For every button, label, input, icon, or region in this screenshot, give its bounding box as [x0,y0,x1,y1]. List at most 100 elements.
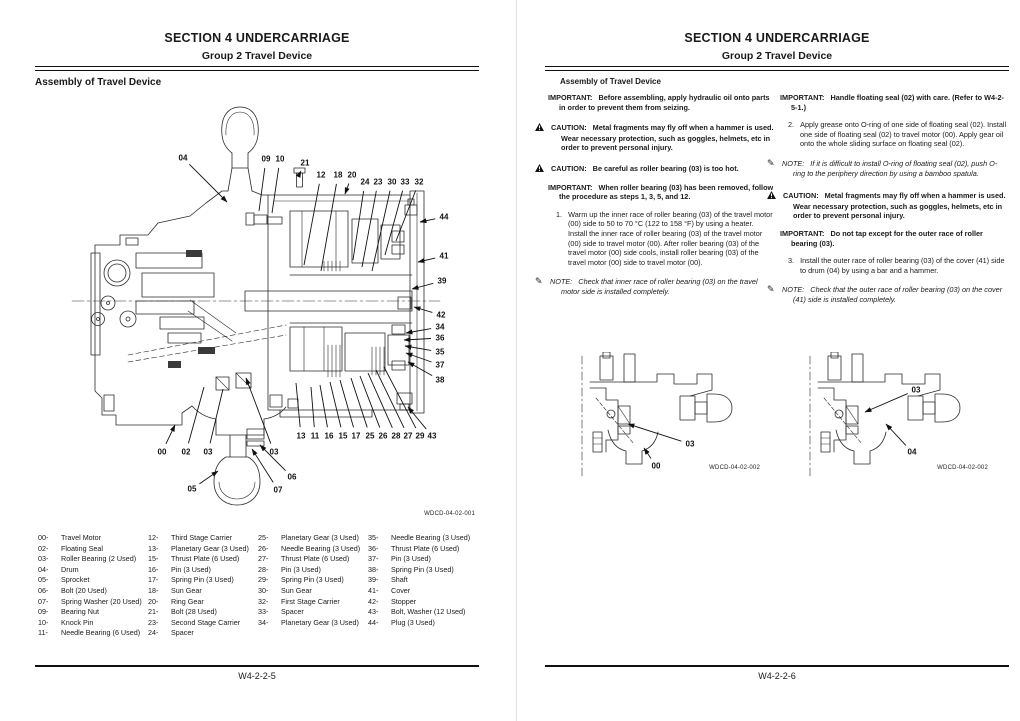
part-name: Floating Seal [61,543,103,553]
svg-text:05: 05 [188,485,197,494]
text-block: ✎IMPORTANT:Handle floating seal (02) wit… [780,93,1009,112]
block-body: Metal fragments may fly off when a hamme… [793,191,1006,221]
part-number: 41- [368,585,379,595]
part-number: 35- [368,533,379,542]
part-number: 12- [148,533,159,542]
parts-list-item: 12- Third Stage Carrier [148,533,258,544]
parts-list-item: 07- Spring Washer (20 Used) [38,597,148,608]
footer-rule [545,665,1009,667]
parts-list-item: 37- Pin (3 Used) [368,554,482,565]
parts-list-item: 26- Needle Bearing (3 Used) [258,544,368,555]
part-number: 15- [148,554,159,564]
svg-text:37: 37 [436,361,445,370]
section-title: SECTION 4 UNDERCARRIAGE [164,31,350,45]
svg-text:00: 00 [158,448,167,457]
part-number: 33- [258,607,269,617]
part-number: 06- [38,585,49,595]
block-head: IMPORTANT: [548,182,593,192]
part-number: 13- [148,543,159,553]
svg-text:12: 12 [317,171,326,180]
svg-text:07: 07 [274,486,283,495]
parts-list-item: 35- Needle Bearing (3 Used) [368,533,482,544]
parts-list-item: 28- Pin (3 Used) [258,565,368,576]
part-number: 02- [38,543,49,553]
part-number: 03- [38,554,49,564]
part-number: 44- [368,617,379,627]
text-block: ✎CAUTION:Be careful as roller bearing (0… [535,163,774,175]
text-block: ✎3.Install the outer race of roller bear… [780,256,1009,275]
part-number: 18- [148,585,159,595]
parts-list-item: 30- Sun Gear [258,586,368,597]
part-number: 23- [148,617,159,627]
part-name: Sun Gear [281,585,312,595]
parts-list-item: 20- Ring Gear [148,597,258,608]
header-rule [545,66,1009,71]
part-number: 38- [368,564,379,574]
svg-text:16: 16 [325,432,334,441]
assembly-cross-section-diagram: 0409102112182024233033324441394234363537… [71,106,449,506]
part-number: 25- [258,533,269,542]
group-subtitle: Group 2 Travel Device [721,50,833,62]
svg-text:33: 33 [401,178,410,187]
part-number: 20- [148,596,159,606]
part-name: Travel Motor [61,533,102,542]
block-head: NOTE: [782,285,805,295]
part-name: Planetary Gear (3 Used) [281,617,359,627]
block-head: NOTE: [782,158,805,168]
svg-text:38: 38 [436,376,445,385]
part-name: Roller Bearing (2 Used) [61,554,137,564]
svg-text:25: 25 [366,432,375,441]
parts-list-item: 10- Knock Pin [38,618,148,629]
block-head: 3. [788,256,795,266]
parts-list-item: 09- Bearing Nut [38,607,148,618]
figure-code: WDCD-04-02-002 [937,465,988,471]
part-name: Bearing Nut [61,607,99,617]
part-name: Pin (3 Used) [171,564,211,574]
svg-text:42: 42 [437,311,446,320]
parts-list-item: 02- Floating Seal [38,544,148,555]
parts-column-3: 25- Planetary Gear (3 Used) 26- Needle B… [258,533,368,639]
block-body: Before assembling, apply hydraulic oil o… [559,93,770,112]
part-name: Thrust Plate (6 Used) [171,554,240,564]
part-number: 34- [258,617,269,627]
text-block: ✎CAUTION:Metal fragments may fly off whe… [535,123,774,153]
svg-text:17: 17 [352,432,361,441]
svg-text:03: 03 [686,440,695,449]
parts-list-item: 33- Spacer [258,607,368,618]
part-number: 36- [368,543,379,553]
part-name: Sprocket [61,575,90,585]
part-name: Third Stage Carrier [171,533,233,542]
parts-list: 00- Travel Motor 02- Floating Seal 03- R… [38,533,482,639]
part-name: Shaft [391,575,408,585]
block-body: Be careful as roller bearing (03) is too… [592,163,739,173]
footer-rule [35,665,479,667]
part-name: Thrust Plate (6 Used) [281,554,350,564]
parts-list-item: 16- Pin (3 Used) [148,565,258,576]
group-subtitle: Group 2 Travel Device [201,50,313,62]
left-page: SECTION 4 UNDERCARRIAGE Group 2 Travel D… [35,0,517,721]
part-name: Bolt (20 Used) [61,585,107,595]
parts-list-item: 05- Sprocket [38,575,148,586]
svg-text:27: 27 [404,432,413,441]
block-body: Apply grease onto O-ring of one side of … [800,120,1007,149]
svg-text:03: 03 [270,448,279,457]
part-name: Plug (3 Used) [391,617,435,627]
part-name: Thrust Plate (6 Used) [391,543,460,553]
part-number: 17- [148,575,159,585]
figure-code: WDCD-04-02-002 [709,465,760,471]
svg-text:39: 39 [438,277,447,286]
part-name: Pin (3 Used) [281,564,321,574]
part-name: Planetary Gear (3 Used) [281,533,359,542]
svg-text:04: 04 [908,448,917,457]
text-block: ✎1.Warm up the inner race of roller bear… [548,210,774,268]
text-column-1: ✎IMPORTANT:Before assembling, apply hydr… [535,93,774,310]
svg-text:13: 13 [297,432,306,441]
text-block: ✎CAUTION:Metal fragments may fly off whe… [767,191,1009,221]
parts-list-item: 13- Planetary Gear (3 Used) [148,544,258,555]
part-name: Spring Pin (3 Used) [391,564,454,574]
svg-text:43: 43 [428,432,437,441]
svg-text:00: 00 [652,462,661,471]
part-name: Bolt (28 Used) [171,607,217,617]
part-number: 28- [258,564,269,574]
